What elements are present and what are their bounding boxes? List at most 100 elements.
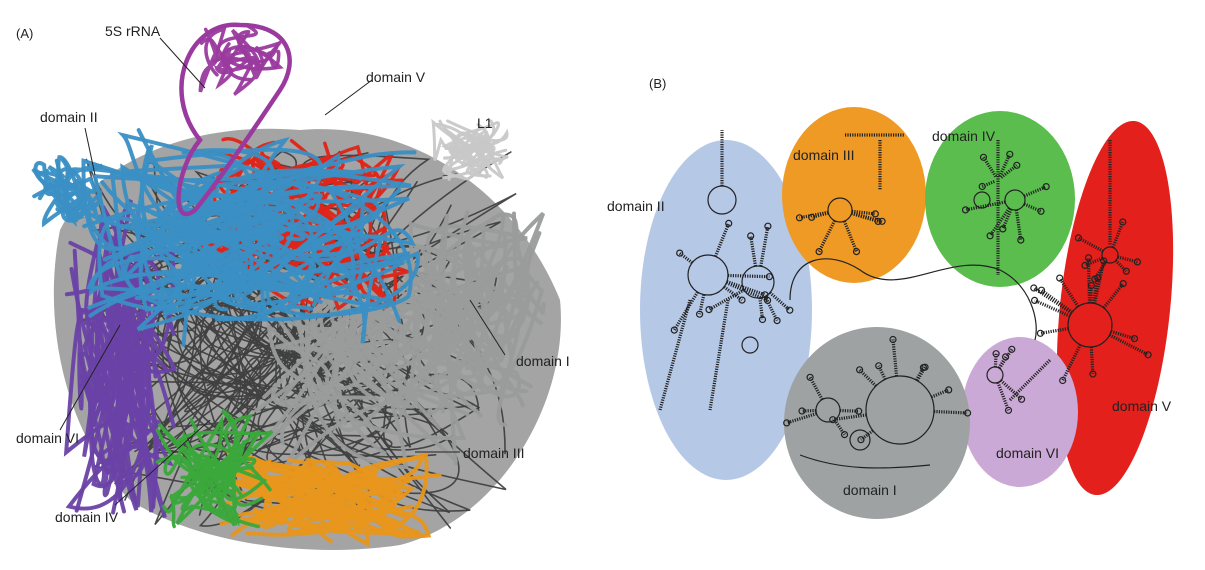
strand-domain-i [271,251,409,470]
stem-domain-ii [764,222,772,230]
stem-domain-i [919,364,928,372]
stem-domain-ii [695,310,704,318]
stem-domain-v [1133,258,1142,266]
strand-domain-iv [155,428,255,526]
stem-domain-i [840,431,849,439]
label-domain-vi-b: domain VI [996,445,1059,461]
stem-domain-v [1114,259,1128,273]
loop-domain-iii [827,197,853,223]
stem-domain-ii [758,315,767,324]
stem-domain-i [783,419,791,427]
strand-domain-i [799,454,931,469]
stem-domain-i [875,362,883,370]
region-domain-v [1056,120,1174,496]
stem-domain-v [1084,256,1104,267]
stem-domain-vi [1017,395,1026,403]
loop-domain-ii [741,265,775,299]
stem-domain-v [1144,351,1152,359]
stem-domain-iv [961,206,970,214]
stem-domain-v [1037,286,1046,294]
stem-domain-v [1036,329,1045,337]
stem-domain-iii [871,210,879,218]
region-domain-i [784,327,970,519]
stem-domain-iv [1017,236,1025,244]
stem-domain-iii [842,220,858,253]
label-domain-ii-b: domain II [607,198,665,214]
stem-domain-v [1102,282,1125,309]
stem-domain-i [945,386,953,394]
stem-domain-ii [713,222,731,257]
strand-domain-iii [219,451,332,526]
stem-domain-ii [747,232,755,240]
strand-domain-iii [227,483,399,537]
stem-domain-iv [988,207,1011,237]
stem-domain-v [1089,346,1095,375]
stem-domain-i [915,366,925,381]
region-domain-iv [925,111,1075,287]
stem-domain-ii [749,235,758,267]
strand-l1 [454,132,509,162]
strand-domain-vi [87,214,162,463]
stem-domain-ii [726,280,766,297]
label-l1: L1 [477,115,493,131]
stem-domain-iv [986,232,994,240]
stem-domain-ii [759,225,770,267]
strand-domain-ii [97,211,304,321]
stem-domain-iii [874,217,882,225]
label-domain-iv-a: domain IV [55,509,119,525]
stem-domain-iv [1000,164,1018,179]
strand-domain-iv [161,415,224,529]
stem-domain-ii [727,273,770,279]
stem-domain-v [1084,254,1093,262]
strand-domain-vi [72,248,128,514]
stem-domain-v [1059,376,1067,385]
label-domain-ii-a: domain II [40,109,98,125]
panel-b: (B) domain II domain III domain IV domai… [607,76,1174,519]
strand-l1 [441,119,489,173]
strand-domain-iv [180,440,257,527]
stem-domain-vi [1004,406,1013,414]
panel-a-tag: (A) [16,26,33,41]
junction-line [789,258,1037,341]
loop-domain-vi [986,366,1004,384]
stem-domain-ii [672,291,699,331]
stem-domain-v [1119,280,1127,288]
stem-domain-v [1122,267,1130,275]
stem-domain-v [1130,335,1139,343]
stem-domain-vi [992,350,1000,358]
strand-domain-ii [96,171,412,316]
strand-domain-i [425,224,540,353]
region-domain-vi [962,337,1078,487]
label-domain-v-a: domain V [366,69,426,85]
stem-domain-ii [765,273,774,281]
stem-domain-iv [1014,209,1023,241]
stem-domain-iii [817,219,837,253]
stem-domain-ii [705,306,713,314]
label-5s-rrna: 5S rRNA [105,23,161,39]
stem-domain-i [832,413,867,422]
stem-domain-i [798,407,806,415]
strand-domain-ii [32,155,100,221]
strand-domain-iv [180,429,262,516]
stem-domain-iii [852,248,861,256]
stem-domain-iv [1013,161,1021,169]
stem-domain-ii [725,219,733,227]
stem-domain-ii [676,249,684,257]
stem-domain-i [860,429,874,441]
stem-domain-ii [738,296,746,304]
strand-5s-rrna [215,24,281,70]
strand-dark [198,282,484,527]
stem-domain-iii [799,210,829,220]
stem-domain-v [1061,343,1082,382]
leader-domain-v-a [324,79,373,116]
stem-domain-v [1040,288,1074,314]
stem-domain-v [1110,329,1135,341]
stem-domain-iv [1037,207,1045,215]
strand-domain-i [455,242,532,399]
stem-domain-i [963,409,972,417]
label-domain-iii-b: domain III [793,147,854,163]
stem-domain-v [1119,218,1127,226]
stem-domain-v [1093,260,1106,304]
label-domain-iii-a: domain III [463,445,524,461]
loop-domain-ii [741,336,759,354]
